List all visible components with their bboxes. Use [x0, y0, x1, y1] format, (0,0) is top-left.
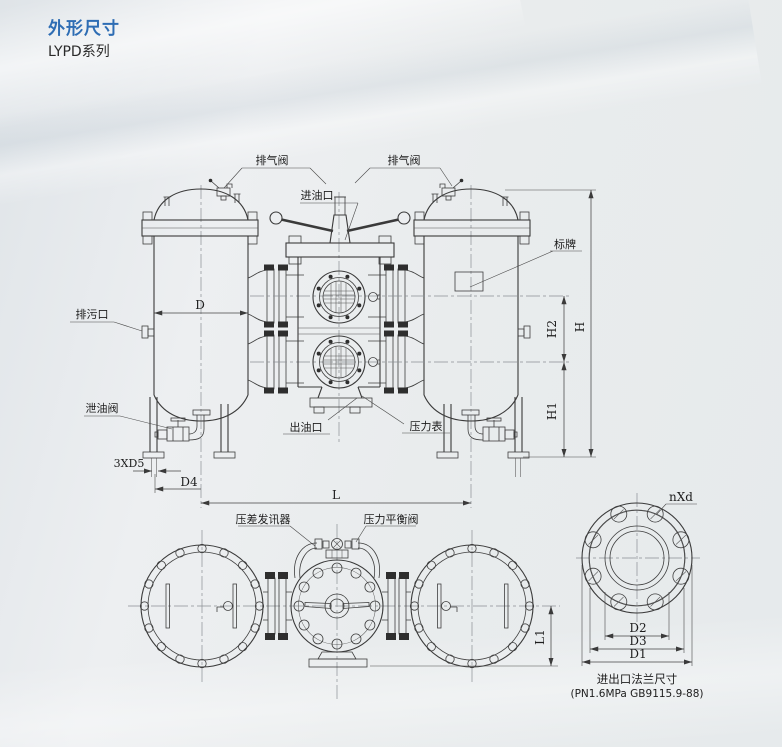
right-cover-circle — [409, 529, 535, 685]
dim-D1: D1 — [629, 647, 646, 661]
label-inlet: 进油口 — [301, 188, 334, 202]
label-nXd: nXd — [669, 490, 693, 504]
flange-detail: nXd D2 D3 D1 进出口法兰尺寸 (PN1.6MPa GB9115.9-… — [571, 490, 704, 700]
bottom-view-dimensions: L1 — [370, 606, 558, 667]
left-vessel — [141, 178, 259, 509]
label-pressure-balance-valve: 压力平衡阀 — [364, 512, 419, 526]
front-view: 排气阀 排气阀 进油口 标牌 排污口 泄油阀 出油口 压力表 D — [70, 153, 596, 509]
central-body-bottom — [290, 538, 384, 668]
bolt-holes — [584, 505, 690, 611]
label-oil-drain-valve: 泄油阀 — [86, 401, 119, 415]
page-subtitle: LYPD系列 — [48, 44, 110, 60]
label-pressure-gauge: 压力表 — [410, 419, 443, 433]
dim-D3: D3 — [629, 634, 646, 648]
dim-L1: L1 — [533, 629, 547, 645]
dim-H2: H2 — [545, 320, 559, 338]
changeover-lever — [269, 211, 411, 233]
dim-3XD5: 3XD5 — [114, 457, 145, 470]
front-view-callouts: 排气阀 排气阀 进油口 标牌 排污口 泄油阀 出油口 压力表 — [70, 153, 582, 435]
bottom-view: 压差发讯器 压力平衡阀 L1 — [128, 512, 560, 700]
nameplate — [454, 271, 484, 292]
dim-L: L — [332, 488, 340, 502]
label-dp-transmitter: 压差发讯器 — [236, 512, 291, 526]
front-view-dimensions: D H H2 H1 3XD5 D4 L — [114, 189, 596, 506]
left-cover-circle — [139, 529, 265, 685]
label-drain-port: 排污口 — [76, 307, 109, 321]
balance-pipe — [294, 538, 380, 579]
page-title: 外形尺寸 — [48, 19, 120, 39]
dim-D2: D2 — [629, 621, 646, 635]
label-vent-valve-left: 排气阀 — [256, 153, 289, 167]
flange-caption-line1: 进出口法兰尺寸 — [597, 672, 678, 686]
dim-H1: H1 — [545, 402, 559, 420]
flange-caption-line2: (PN1.6MPa GB9115.9-88) — [571, 688, 704, 700]
label-nameplate: 标牌 — [554, 237, 576, 251]
label-outlet: 出油口 — [290, 420, 323, 434]
dim-D: D — [195, 298, 205, 312]
flange-dimensions: D2 D3 D1 — [581, 565, 693, 666]
dim-H: H — [573, 322, 587, 332]
dim-D4: D4 — [180, 475, 198, 489]
central-valve-block — [250, 192, 572, 442]
flange-callouts: nXd — [656, 490, 697, 515]
bottom-view-callouts: 压差发讯器 压力平衡阀 — [236, 512, 419, 547]
right-vessel — [413, 178, 531, 509]
label-vent-valve-right: 排气阀 — [388, 153, 421, 167]
